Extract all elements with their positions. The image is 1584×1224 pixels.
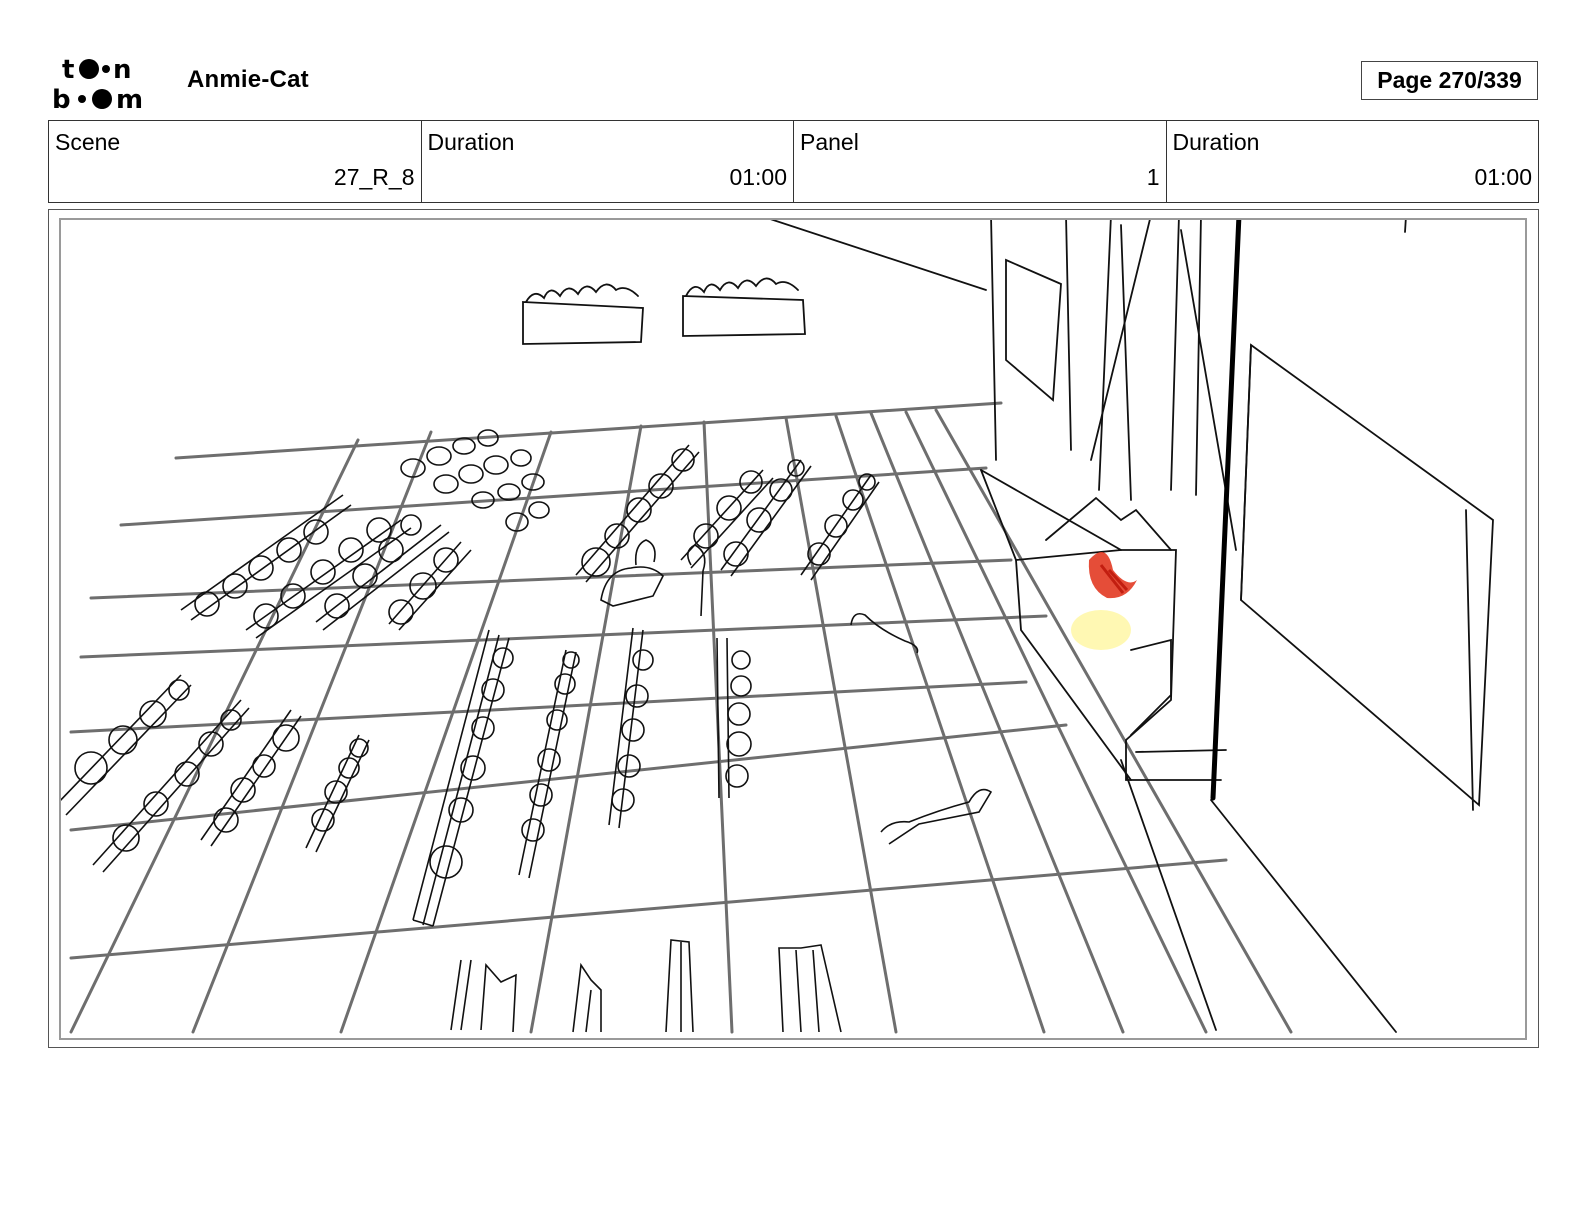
storyboard-sketch	[61, 220, 1494, 1034]
svg-text:t: t	[62, 55, 74, 85]
scene-label: Scene	[55, 129, 121, 155]
toon-boom-logo: t n b m	[52, 52, 164, 115]
panel-cell: Panel 1	[794, 121, 1167, 202]
scene-duration-label: Duration	[427, 129, 515, 155]
glow-highlight	[1071, 610, 1131, 650]
scene-duration-cell: Duration 01:00	[422, 121, 794, 202]
project-title: Anmie-Cat	[187, 66, 309, 93]
svg-text:n: n	[113, 55, 132, 85]
panel-duration-cell: Duration 01:00	[1167, 121, 1539, 202]
scene-duration-value: 01:00	[729, 164, 787, 190]
svg-text:m: m	[116, 85, 143, 112]
scene-value: 27_R_8	[333, 164, 415, 190]
scene-cell: Scene 27_R_8	[49, 121, 422, 202]
panel-duration-label: Duration	[1172, 129, 1260, 155]
svg-text:b: b	[52, 85, 71, 112]
storyboard-panel-frame	[48, 209, 1539, 1048]
page-indicator: Page 270/339	[1361, 61, 1538, 100]
panel-duration-value: 01:00	[1474, 164, 1532, 190]
panel-value: 1	[1146, 164, 1160, 190]
panel-label: Panel	[800, 129, 859, 155]
storyboard-drawing	[59, 218, 1527, 1040]
panel-info-table: Scene 27_R_8 Duration 01:00 Panel 1 Dura…	[48, 120, 1539, 203]
red-character-sketch	[1088, 552, 1137, 599]
